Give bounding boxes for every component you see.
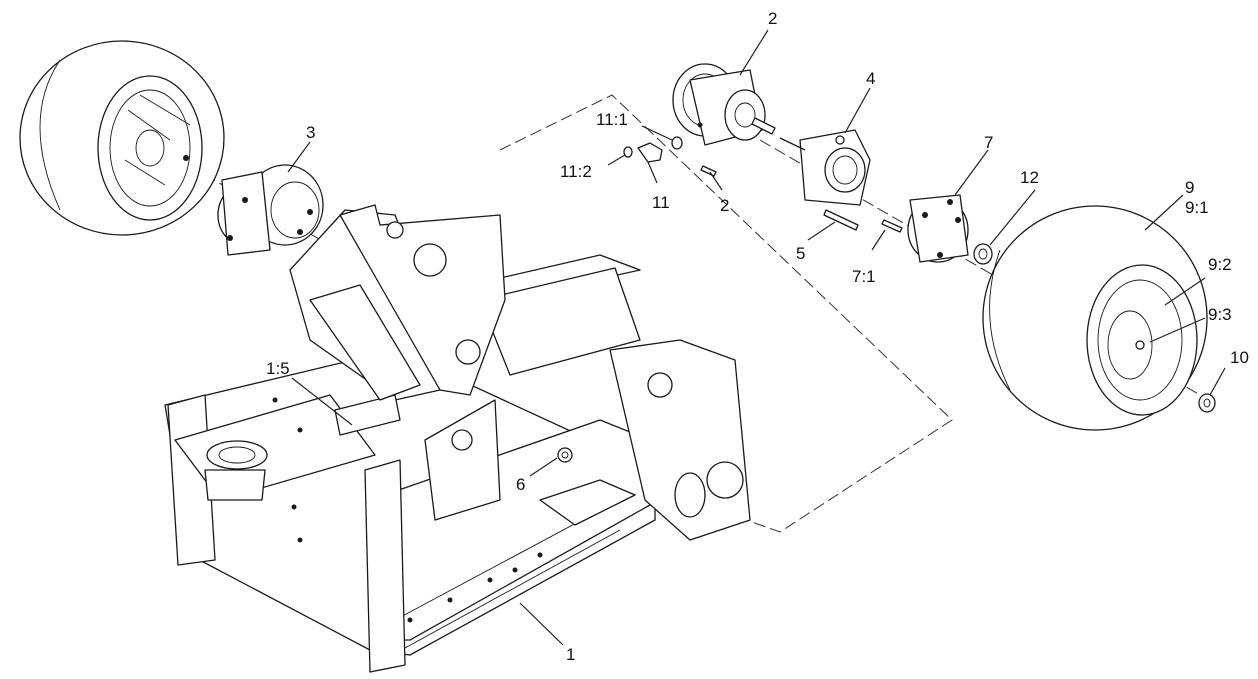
callout-9: 9: [1185, 178, 1194, 197]
callout-11-2: 11:2: [560, 162, 592, 181]
callout-2-key: 2: [720, 196, 729, 215]
callout-7-1: 7:1: [852, 267, 876, 286]
callout-9-2: 9:2: [1208, 255, 1232, 274]
callout-12: 12: [1020, 168, 1039, 187]
callout-10: 10: [1230, 348, 1249, 367]
leader-lines: [287, 29, 1226, 646]
callout-7: 7: [984, 133, 993, 152]
shaft-key: [700, 165, 717, 177]
callout-4: 4: [866, 69, 875, 88]
wheel-stud: [881, 219, 903, 233]
callout-9-1: 9:1: [1185, 198, 1209, 217]
bracket-bolt: [823, 209, 859, 231]
main-frame: [164, 204, 751, 673]
brake-bracket: [779, 129, 871, 206]
left-wheel: [19, 40, 225, 236]
callout-1-5: 1:5: [266, 359, 290, 378]
hydraulic-fitting: [623, 136, 683, 163]
callout-2-motor: 2: [768, 9, 777, 28]
lug-nut: [1198, 393, 1216, 413]
callout-11-1: 11:1: [596, 110, 628, 129]
callout-5: 5: [796, 244, 805, 263]
left-wheel-hub: [217, 164, 324, 256]
callout-1: 1: [566, 645, 575, 664]
right-wheel-motor: [672, 63, 776, 146]
frame-nut: [557, 447, 573, 463]
hub-nut: [973, 243, 993, 265]
wheel-hub-drum: [907, 194, 969, 263]
callout-11: 11: [652, 193, 670, 212]
callout-9-3: 9:3: [1208, 305, 1232, 324]
callout-6: 6: [516, 475, 525, 494]
right-wheel: [982, 205, 1208, 431]
callout-3: 3: [306, 123, 315, 142]
